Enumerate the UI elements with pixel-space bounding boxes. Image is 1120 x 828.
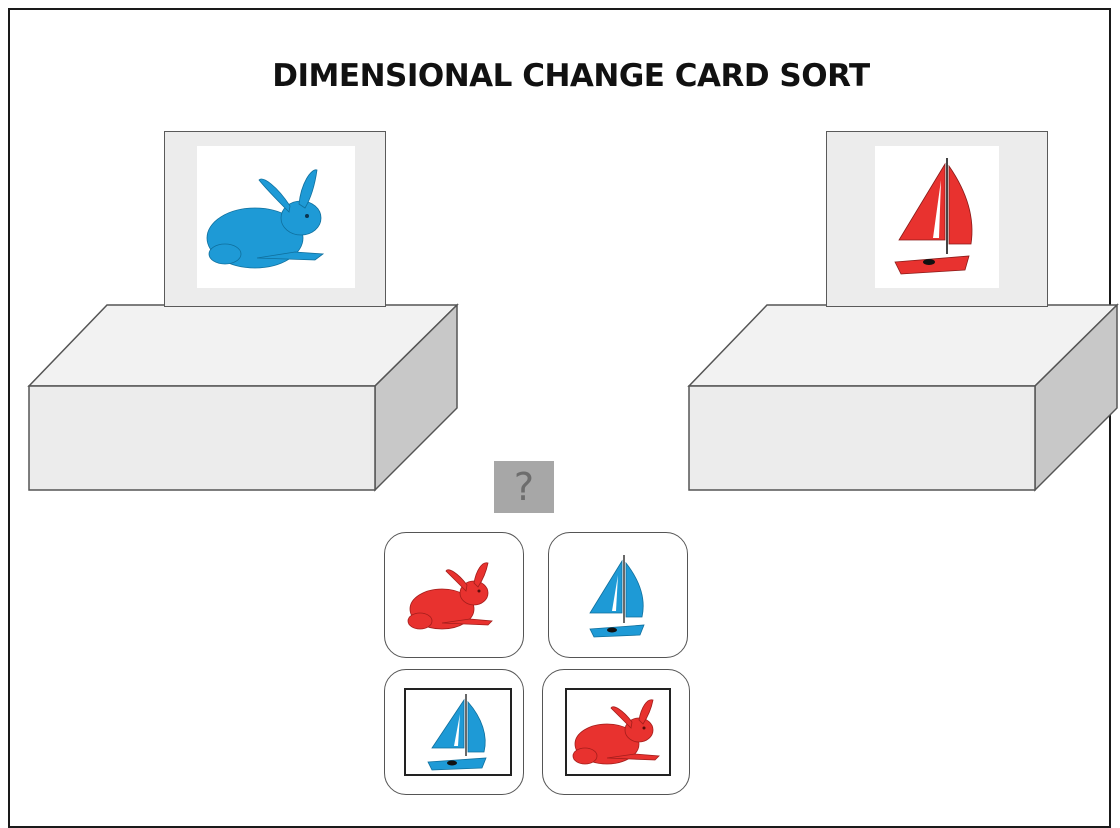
sailboat-icon xyxy=(894,158,973,275)
rabbit-icon xyxy=(206,169,325,269)
target-card-red-sailboat xyxy=(826,131,1048,307)
sorting-box-right[interactable] xyxy=(686,302,1120,494)
page-title: DIMENSIONAL CHANGE CARD SORT xyxy=(272,58,870,94)
choice-card-red-rabbit[interactable] xyxy=(384,532,524,658)
choice-card-red-rabbit-framed[interactable] xyxy=(542,669,690,795)
choice-card-blue-sailboat-framed[interactable] xyxy=(384,669,524,795)
choice-card-blue-sailboat[interactable] xyxy=(548,532,688,658)
sailboat-icon xyxy=(589,555,645,638)
question-tile: ? xyxy=(494,461,554,513)
rabbit-icon xyxy=(407,562,493,630)
target-card-blue-rabbit xyxy=(164,131,386,307)
rabbit-icon xyxy=(572,699,660,765)
sailboat-icon xyxy=(427,694,487,771)
sorting-box-left[interactable] xyxy=(26,302,460,494)
